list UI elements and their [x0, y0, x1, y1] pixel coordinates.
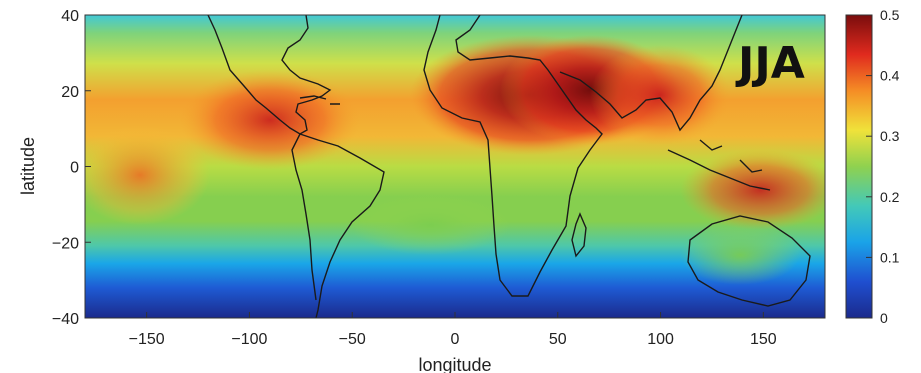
- y-ticks: 40 20 0 −20 −40: [52, 8, 91, 328]
- field-pacific-warm: [85, 125, 210, 225]
- y-tick-label: 20: [61, 84, 79, 101]
- colorbar-tick-label: 0: [880, 310, 888, 326]
- coast-africa: [423, 15, 603, 297]
- x-axis-label: longitude: [418, 355, 491, 373]
- y-tick-label: 0: [70, 160, 79, 177]
- coast-maritime: [667, 139, 771, 191]
- season-label: JJA: [735, 38, 805, 89]
- colorbar-tick-label: 0.1: [880, 249, 900, 265]
- coast-madagascar: [571, 212, 587, 258]
- y-tick-label: 40: [61, 8, 79, 25]
- y-tick-label: −20: [52, 235, 79, 252]
- x-tick-label: −100: [231, 331, 267, 348]
- x-ticks: −150 −100 −50 0 50 100 150: [129, 312, 777, 348]
- colorbar-tick-label: 0.2: [880, 189, 900, 205]
- x-tick-label: −150: [129, 331, 165, 348]
- coast-caribbean: [299, 95, 340, 105]
- y-tick-label: −40: [52, 311, 79, 328]
- field-westpac-hot: [680, 150, 825, 230]
- colorbar-tick-label: 0.4: [880, 68, 900, 84]
- x-tick-label: 0: [451, 331, 460, 348]
- colorbar: 0.5 0.4 0.3 0.2 0.1 0: [845, 7, 900, 326]
- y-axis-label: latitude: [18, 137, 38, 195]
- x-tick-label: 150: [750, 331, 777, 348]
- coast-australia: [687, 215, 811, 307]
- field-southatlantic-green: [350, 195, 510, 255]
- coast-north-america: [207, 15, 332, 135]
- coast-asia: [559, 15, 743, 132]
- colorbar-ticks: 0.5 0.4 0.3 0.2 0.1 0: [866, 7, 900, 326]
- x-tick-label: 100: [647, 331, 674, 348]
- coastlines: [207, 15, 811, 318]
- field-central-america-hot: [180, 70, 360, 170]
- colorbar-gradient: [845, 14, 873, 319]
- field-india-hot: [590, 45, 730, 145]
- x-tick-label: −50: [339, 331, 366, 348]
- coast-south-america: [291, 133, 385, 318]
- plot-area: [85, 15, 825, 318]
- field-australia-green: [680, 225, 800, 285]
- colorbar-tick-label: 0.3: [880, 128, 900, 144]
- x-tick-label: 50: [549, 331, 567, 348]
- colorbar-tick-label: 0.5: [880, 7, 900, 23]
